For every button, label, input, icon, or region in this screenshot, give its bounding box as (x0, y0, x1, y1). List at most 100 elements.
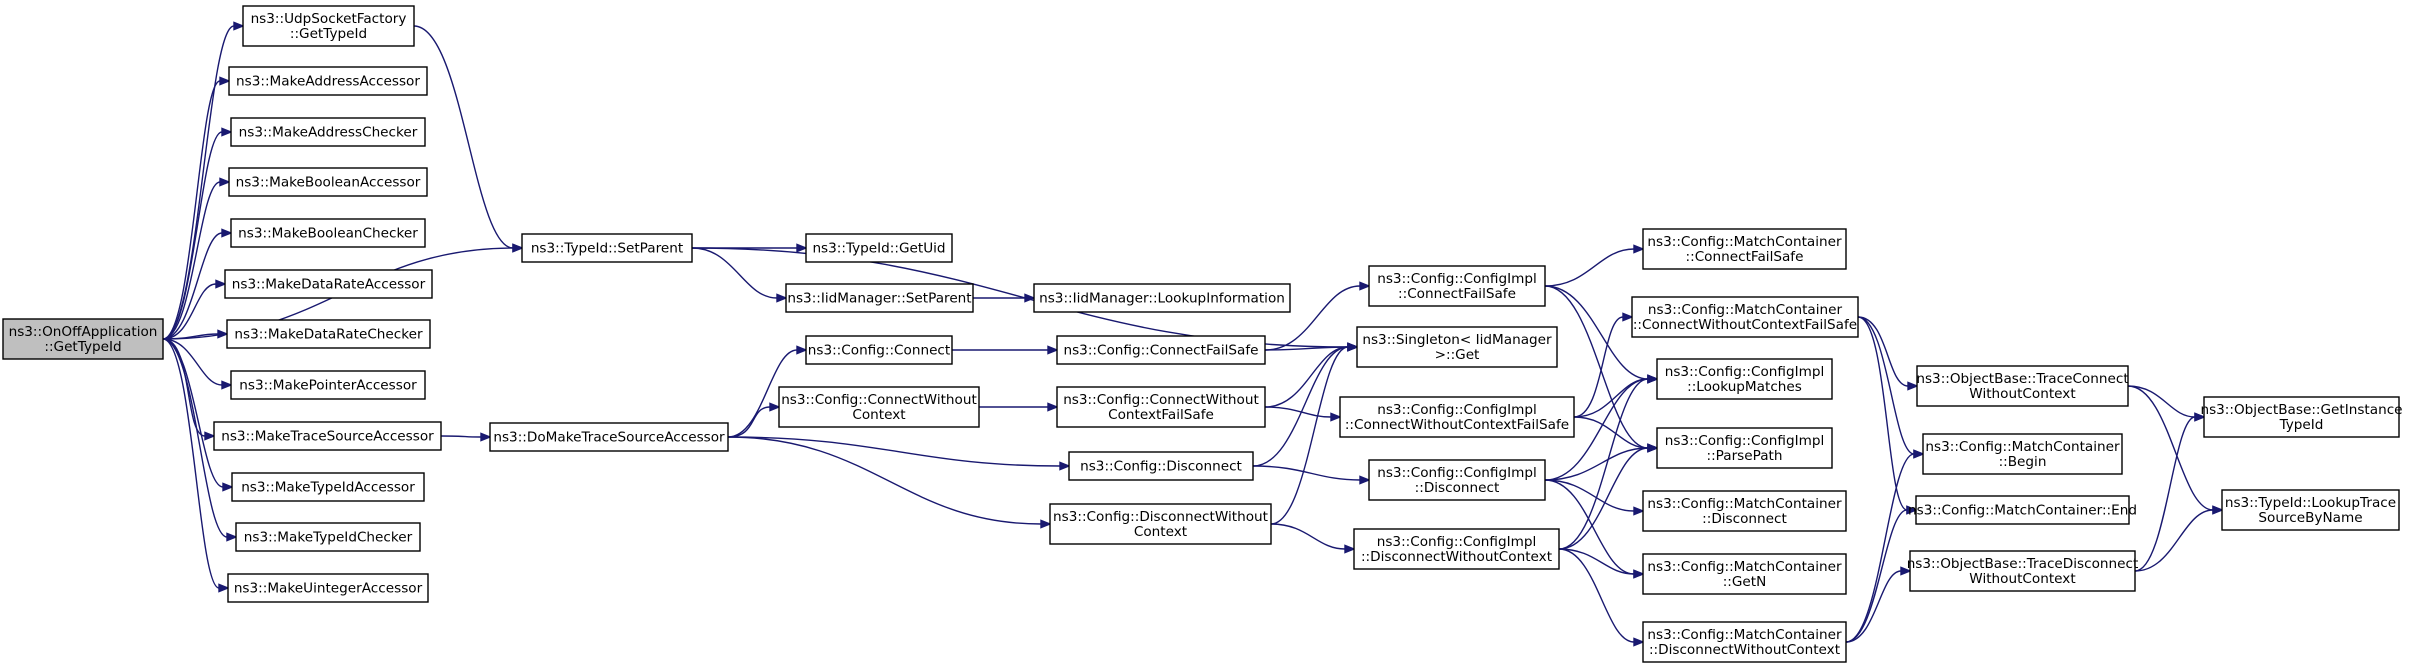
node-cfgdisconnect[interactable]: ns3::Config::Disconnect (1068, 451, 1254, 481)
node-label: ns3::Config::MatchContainer (1647, 559, 1842, 575)
node-lookupinfo[interactable]: ns3::IidManager::LookupInformation (1033, 283, 1291, 313)
edge-domakets-to-cfgconnwoctx (727, 402, 781, 438)
edge-implconnwoctxfs-to-mcconnwoctxfs (1573, 312, 1634, 418)
node-label: ns3::ObjectBase::TraceConnect (1916, 371, 2128, 387)
node-lookupmatches[interactable]: ns3::Config::ConfigImpl::LookupMatches (1656, 358, 1833, 400)
node-box (2203, 396, 2400, 438)
node-box (1916, 365, 2129, 407)
node-parsepath[interactable]: ns3::Config::ConfigImpl::ParsePath (1656, 427, 1833, 469)
node-mcbegin[interactable]: ns3::Config::MatchContainer::Begin (1922, 433, 2123, 475)
node-box (1922, 433, 2123, 475)
node-domakets[interactable]: ns3::DoMakeTraceSourceAccessor (489, 422, 729, 452)
node-box (231, 472, 425, 502)
node-mcconnwoctxfs[interactable]: ns3::Config::MatchContainer::ConnectWith… (1631, 296, 1859, 338)
node-cfgconnfs[interactable]: ns3::Config::ConnectFailSafe (1056, 335, 1266, 365)
node-obtraceconn[interactable]: ns3::ObjectBase::TraceConnectWithoutCont… (1916, 365, 2129, 407)
node-box (1056, 335, 1266, 365)
node-implconnfs[interactable]: ns3::Config::ConfigImpl::ConnectFailSafe (1368, 265, 1546, 307)
node-mcend[interactable]: ns3::Config::MatchContainer::End (1908, 495, 2137, 525)
node-singleton[interactable]: ns3::Singleton< IidManager>::Get (1356, 326, 1558, 368)
edges-layer (162, 21, 2224, 647)
edge-mcdiswoctx-to-mcend (1845, 505, 1918, 643)
node-impldisconnect[interactable]: ns3::Config::ConfigImpl::Disconnect (1368, 459, 1546, 501)
edge-impldiswoctx-to-lookupmatches (1558, 374, 1659, 550)
node-mktidchk[interactable]: ns3::MakeTypeIdChecker (235, 522, 421, 552)
node-box (778, 386, 980, 428)
node-mkaddrchk[interactable]: ns3::MakeAddressChecker (230, 117, 426, 147)
node-box (1033, 283, 1291, 313)
node-label: ns3::TypeId::SetParent (531, 241, 683, 257)
node-impldiswoctx[interactable]: ns3::Config::ConfigImpl::DisconnectWitho… (1353, 528, 1560, 570)
node-box (1642, 553, 1847, 595)
node-mcconnfs[interactable]: ns3::Config::MatchContainer::ConnectFail… (1642, 228, 1847, 270)
node-mkuintacc[interactable]: ns3::MakeUintegerAccessor (227, 573, 429, 603)
node-label: ::LookupMatches (1687, 379, 1802, 395)
node-label: ns3::MakeAddressChecker (239, 125, 418, 141)
node-label: Context (852, 407, 905, 423)
node-mkdracc[interactable]: ns3::MakeDataRateAccessor (224, 269, 433, 299)
node-label: ns3::ObjectBase::TraceDisconnect (1907, 556, 2139, 572)
node-box (805, 233, 953, 263)
node-box (785, 283, 974, 313)
node-udp[interactable]: ns3::UdpSocketFactory::GetTypeId (242, 5, 415, 47)
node-label: ns3::IidManager::LookupInformation (1039, 291, 1285, 307)
node-root[interactable]: ns3::OnOffApplication::GetTypeId (2, 318, 164, 360)
node-mkptracc[interactable]: ns3::MakePointerAccessor (230, 370, 426, 400)
node-label: ns3::Config::Connect (808, 343, 951, 359)
node-label: ns3::MakeUintegerAccessor (234, 581, 423, 597)
node-mcdiswoctx[interactable]: ns3::Config::MatchContainer::DisconnectW… (1642, 621, 1847, 663)
node-mkboolacc[interactable]: ns3::MakeBooleanAccessor (228, 167, 428, 197)
edge-mcconnwoctxfs-to-obtraceconn (1857, 316, 1919, 391)
node-label: ns3::TypeId::LookupTrace (2225, 495, 2396, 511)
node-obtracedis[interactable]: ns3::ObjectBase::TraceDisconnectWithoutC… (1907, 550, 2139, 592)
node-mktidacc[interactable]: ns3::MakeTypeIdAccessor (231, 472, 425, 502)
edge-domakets-to-cfgconnect (727, 345, 808, 438)
node-label: ns3::MakeBooleanChecker (238, 226, 418, 242)
node-mkaddracc[interactable]: ns3::MakeAddressAccessor (228, 66, 428, 96)
node-mcdisconnect[interactable]: ns3::Config::MatchContainer::Disconnect (1642, 490, 1847, 532)
node-label: ns3::MakeBooleanAccessor (236, 175, 421, 191)
edge-root-to-mktidchk (162, 338, 238, 542)
node-box (489, 422, 729, 452)
node-cfgdiswoctx[interactable]: ns3::Config::DisconnectWithoutContext (1049, 503, 1272, 545)
node-box (230, 117, 426, 147)
node-mkboolchk[interactable]: ns3::MakeBooleanChecker (230, 218, 426, 248)
node-mkdrchk[interactable]: ns3::MakeDataRateChecker (226, 319, 431, 349)
node-box (1368, 265, 1546, 307)
node-implconnwoctxfs[interactable]: ns3::Config::ConfigImpl::ConnectWithoutC… (1339, 396, 1575, 438)
node-cfgconnect[interactable]: ns3::Config::Connect (805, 335, 953, 365)
node-label: ::GetN (1723, 574, 1767, 590)
node-box (1656, 427, 1833, 469)
node-label: ns3::Config::DisconnectWithout (1053, 509, 1268, 525)
node-label: ns3::DoMakeTraceSourceAccessor (493, 430, 725, 446)
edge-cfgconnwoctx-to-cfgconnwoctxfs (978, 402, 1059, 412)
node-label: ns3::MakeDataRateAccessor (232, 277, 426, 293)
node-label: ns3::MakeTypeIdAccessor (241, 480, 415, 496)
node-label: ns3::IidManager::SetParent (787, 291, 971, 307)
node-label: ns3::UdpSocketFactory (251, 11, 407, 27)
node-iidsetparent[interactable]: ns3::IidManager::SetParent (785, 283, 974, 313)
node-box (226, 319, 431, 349)
node-box (1656, 358, 1833, 400)
node-setparent[interactable]: ns3::TypeId::SetParent (521, 233, 693, 263)
node-label: ::DisconnectWithoutContext (1361, 549, 1552, 565)
node-label: TypeId (2279, 417, 2324, 433)
edge-root-to-mkuintacc (162, 338, 230, 593)
node-cfgconnwoctx[interactable]: ns3::Config::ConnectWithoutContext (778, 386, 980, 428)
node-label: ns3::Config::ConfigImpl (1377, 271, 1537, 287)
node-label: ::ConnectFailSafe (1686, 249, 1804, 265)
node-label: ns3::OnOffApplication (9, 324, 158, 340)
edge-root-to-mkptracc (162, 338, 233, 390)
edge-udp-to-setparent (413, 25, 524, 253)
edge-iidsetparent-to-lookupinfo (972, 293, 1036, 303)
node-label: >::Get (1435, 347, 1480, 363)
node-label: ::ConnectWithoutContextFailSafe (1633, 317, 1857, 333)
node-mktsacc[interactable]: ns3::MakeTraceSourceAccessor (213, 421, 442, 451)
node-cfgconnwoctxfs[interactable]: ns3::Config::ConnectWithoutContextFailSa… (1056, 386, 1266, 428)
node-getuid[interactable]: ns3::TypeId::GetUid (805, 233, 953, 263)
node-mcgetn[interactable]: ns3::Config::MatchContainer::GetN (1642, 553, 1847, 595)
node-label: ns3::Config::ConnectFailSafe (1063, 343, 1258, 359)
node-label: ns3::MakeAddressAccessor (236, 74, 420, 90)
